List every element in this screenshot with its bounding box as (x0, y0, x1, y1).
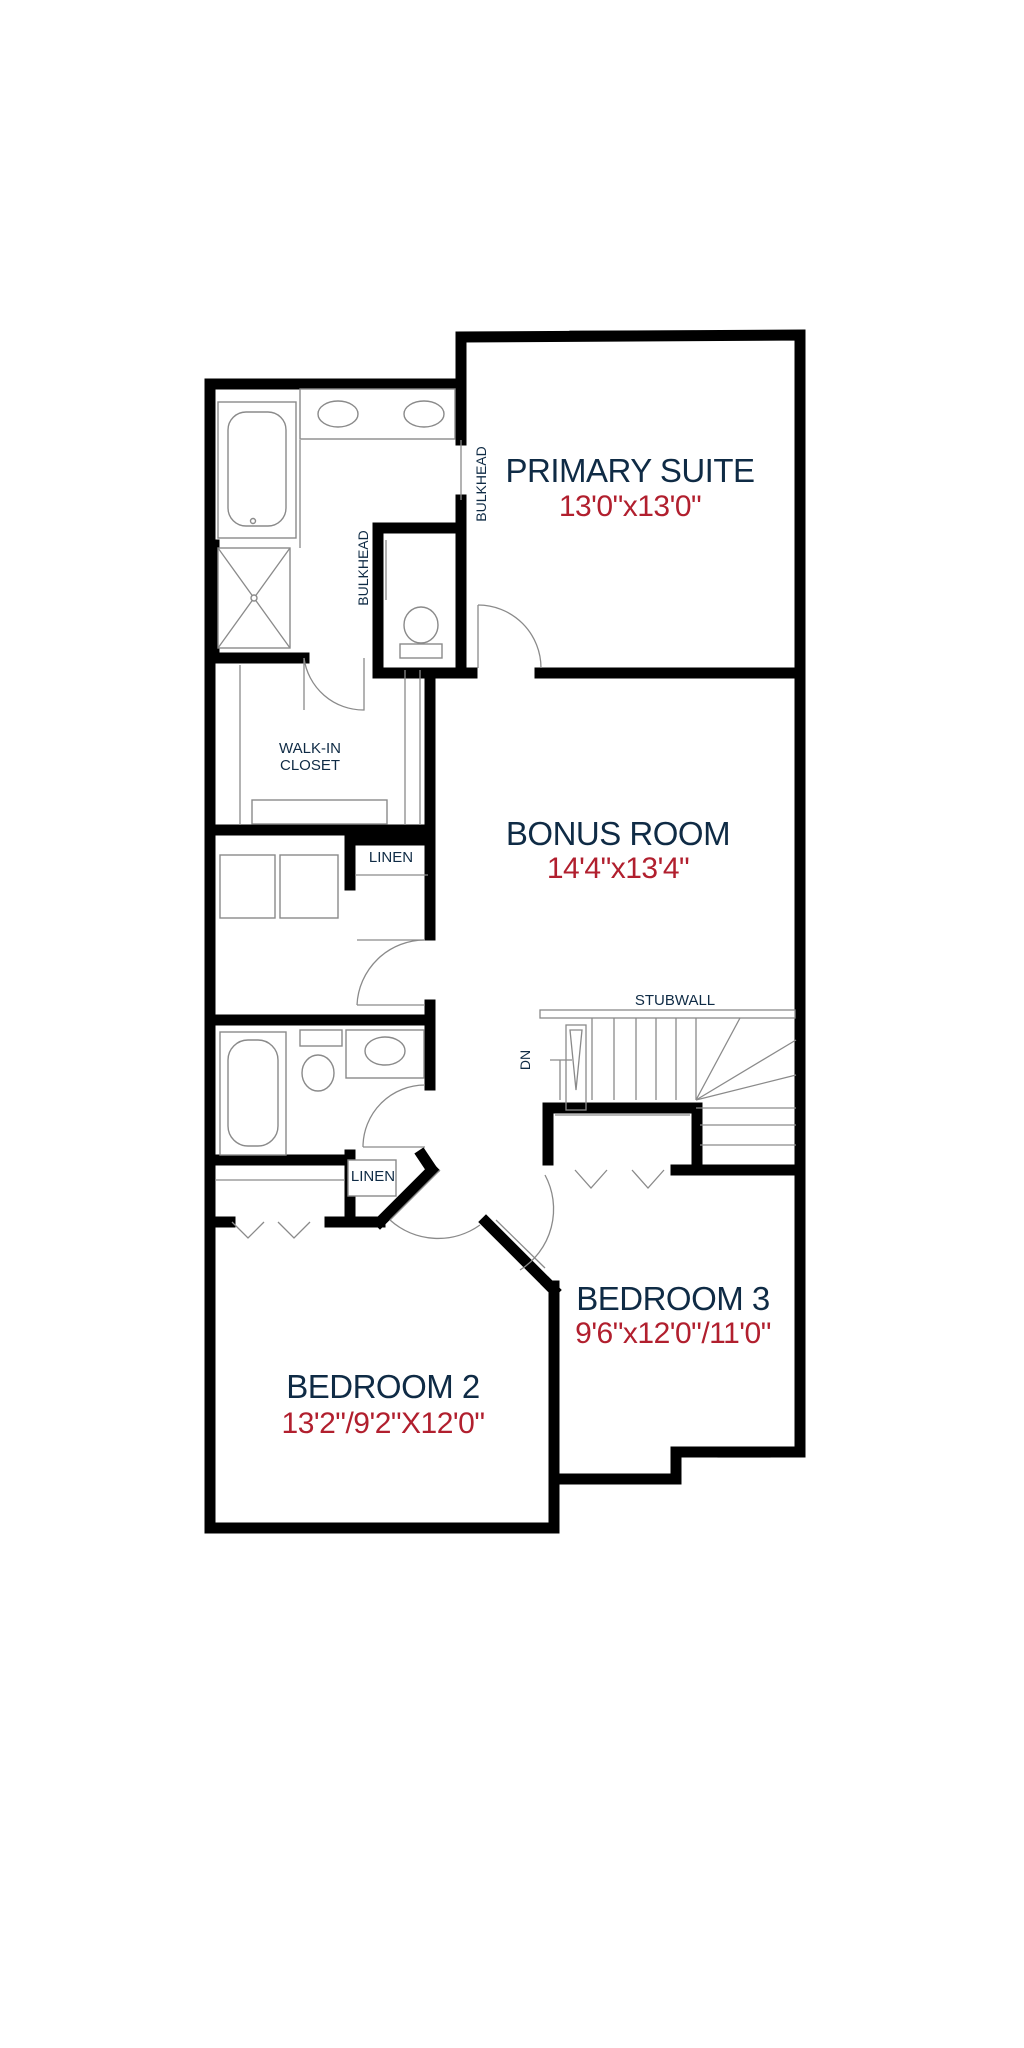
stubwall-label: STUBWALL (635, 992, 715, 1009)
walls (204, 329, 806, 1534)
toilet-icon (403, 606, 439, 644)
sink-icon (403, 400, 445, 428)
staircase (539, 1009, 797, 1146)
bulkhead-label-ensuite: BULKHEAD (355, 530, 371, 605)
dryer-icon (279, 854, 339, 919)
bonus-room-name: BONUS ROOM (506, 815, 730, 852)
bedroom-3-size: 9'6"x12'0"/11'0" (575, 1317, 771, 1350)
storage (219, 665, 436, 1197)
bonus-room-size: 14'4"x13'4" (547, 852, 689, 885)
sink-icon (364, 1036, 406, 1066)
toilet-tank-icon (299, 1029, 343, 1047)
walk-in-closet-label-2: CLOSET (280, 757, 340, 774)
bedroom-3-name: BEDROOM 3 (576, 1280, 770, 1317)
bulkhead-label-suite: BULKHEAD (473, 446, 489, 521)
closet-shelf (251, 799, 388, 825)
sink-icon (317, 400, 359, 428)
main-bath-fixtures (219, 1029, 425, 1156)
annotation-labels: WALK-IN CLOSET LINEN LINEN STUBWALL BULK… (279, 446, 715, 1185)
bedroom-2-size: 13'2"/9'2"X12'0" (282, 1407, 485, 1440)
primary-suite-size: 13'0"x13'0" (559, 490, 701, 523)
door-swings (215, 604, 690, 1271)
bedroom-2-name: BEDROOM 2 (286, 1368, 480, 1405)
primary-suite-name: PRIMARY SUITE (505, 452, 754, 489)
washer-icon (219, 854, 276, 919)
ensuite-fixtures (217, 388, 462, 659)
stair-down-label: DN (517, 1050, 533, 1070)
toilet-tank-icon (399, 643, 443, 659)
room-labels: PRIMARY SUITE 13'0"x13'0" BONUS ROOM 14'… (282, 452, 772, 1440)
linen-label-upper: LINEN (369, 849, 413, 866)
walk-in-closet-label: WALK-IN (279, 740, 341, 757)
toilet-icon (301, 1054, 335, 1092)
linen-label-lower: LINEN (351, 1168, 395, 1185)
